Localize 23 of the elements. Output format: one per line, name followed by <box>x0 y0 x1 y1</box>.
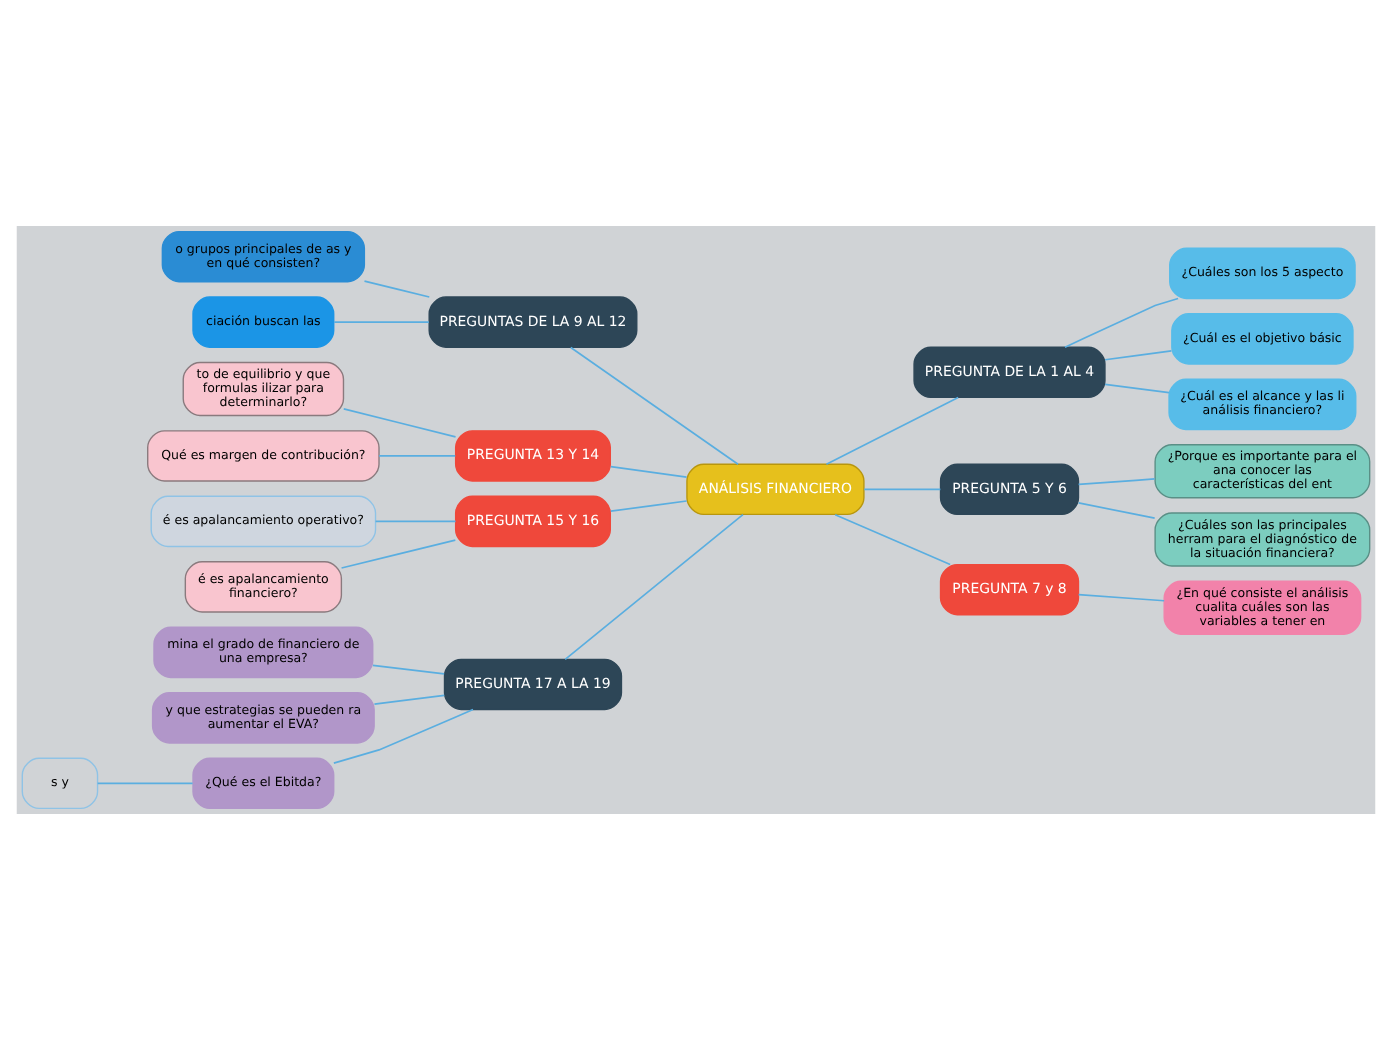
connector <box>373 694 446 705</box>
connector <box>378 455 457 457</box>
connector <box>96 782 194 785</box>
connector <box>333 708 474 764</box>
connector <box>610 500 688 512</box>
connector <box>1077 478 1156 486</box>
connector <box>569 346 739 466</box>
connector <box>610 465 688 478</box>
connector <box>564 513 744 661</box>
connector <box>372 664 445 675</box>
connector <box>1064 297 1179 349</box>
connector <box>1077 593 1165 602</box>
connector <box>834 513 951 566</box>
connector <box>1104 383 1170 394</box>
connector <box>1104 350 1173 361</box>
connector <box>363 280 431 298</box>
connector <box>340 539 457 569</box>
connector <box>333 321 430 323</box>
connector <box>825 396 959 466</box>
connector <box>1077 502 1156 519</box>
connector <box>863 488 942 491</box>
connector <box>342 408 457 438</box>
connector <box>374 520 457 523</box>
